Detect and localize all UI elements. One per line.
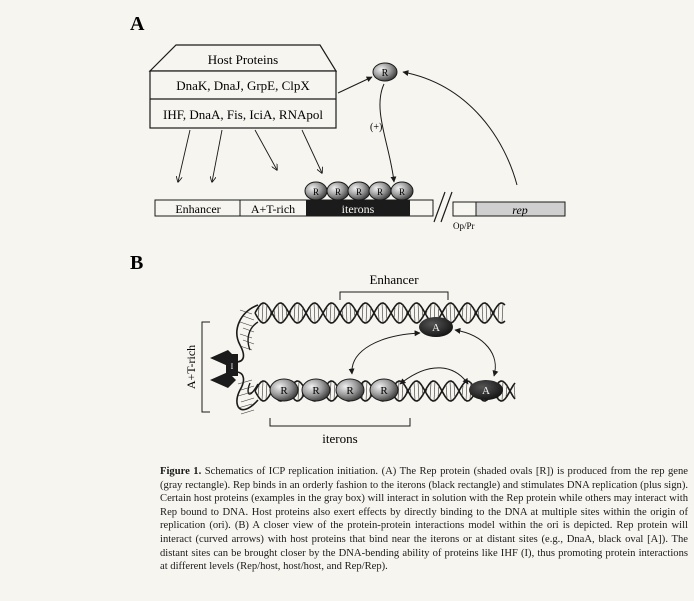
bound-rep-label-3: R [356, 187, 362, 197]
ihf-label: I [231, 362, 234, 371]
iterons-block [306, 200, 410, 216]
dnaa-label-top: A [432, 322, 440, 334]
host-proteins-row2: IHF, DnaA, Fis, IciA, RNApol [163, 107, 323, 122]
iterons-bracket [269, 418, 411, 427]
bound-rep-label-4: R [377, 187, 383, 197]
dnaa-oval-top [419, 317, 453, 337]
rep-gene-bar [452, 201, 566, 217]
free-rep-label: R [382, 68, 389, 79]
dnaa-label-bottom: A [482, 385, 490, 397]
panel-b-rep-label-4: R [380, 385, 388, 397]
dna-helix-top [254, 302, 506, 324]
figure-caption: Figure 1. Schematics of ICP replication … [160, 465, 688, 574]
plus-sign-label: (+) [370, 122, 382, 133]
rep-gene-to-protein-arrow [402, 70, 518, 186]
panel-b-label: B [130, 252, 143, 274]
box-to-rep-arrow [337, 76, 373, 94]
enhancer-label-b: Enhancer [369, 272, 419, 287]
bound-rep-label-2: R [335, 187, 341, 197]
break-marks [433, 191, 453, 223]
dnaa-oval-bottom [469, 380, 503, 400]
free-rep-oval [372, 62, 398, 82]
bar-enhancer-label: Enhancer [175, 202, 220, 216]
host-binding-arrows [178, 129, 322, 182]
bar-at-rich-label: A+T-rich [251, 202, 295, 216]
bound-rep-ovals [304, 181, 414, 201]
caption-body: Schematics of ICP replication initiation… [160, 466, 688, 573]
op-pr-label: Op/Pr [453, 221, 475, 231]
dna-helix-bend [235, 304, 259, 415]
host-proteins-title: Host Proteins [208, 52, 278, 67]
iterons-label-b: iterons [322, 431, 357, 446]
panel-b-rep-label-1: R [280, 385, 288, 397]
at-rich-label-b: A+T-rich [184, 345, 198, 389]
figure-canvas: A Host Proteins DnaK, DnaJ, GrpE, ClpX I… [130, 13, 566, 446]
stimulation-arrow [379, 83, 397, 183]
panel-a-label: A [130, 13, 145, 35]
bound-rep-label-1: R [313, 187, 319, 197]
bar-iterons-label: iterons [342, 202, 375, 216]
caption-lead: Figure 1. [160, 466, 202, 477]
host-proteins-row1: DnaK, DnaJ, GrpE, ClpX [176, 78, 310, 93]
panel-b-rep-label-3: R [346, 385, 354, 397]
interaction-arrows [348, 327, 499, 385]
origin-bar [154, 199, 434, 217]
panel-b-rep-label-2: R [312, 385, 320, 397]
bound-rep-label-5: R [399, 187, 405, 197]
at-rich-bracket [201, 321, 210, 413]
enhancer-bracket [339, 291, 449, 300]
host-proteins-box [148, 44, 338, 129]
rep-gene-label: rep [512, 203, 528, 217]
panel-b-rep-ovals [269, 378, 399, 402]
ihf-protein [210, 350, 238, 388]
